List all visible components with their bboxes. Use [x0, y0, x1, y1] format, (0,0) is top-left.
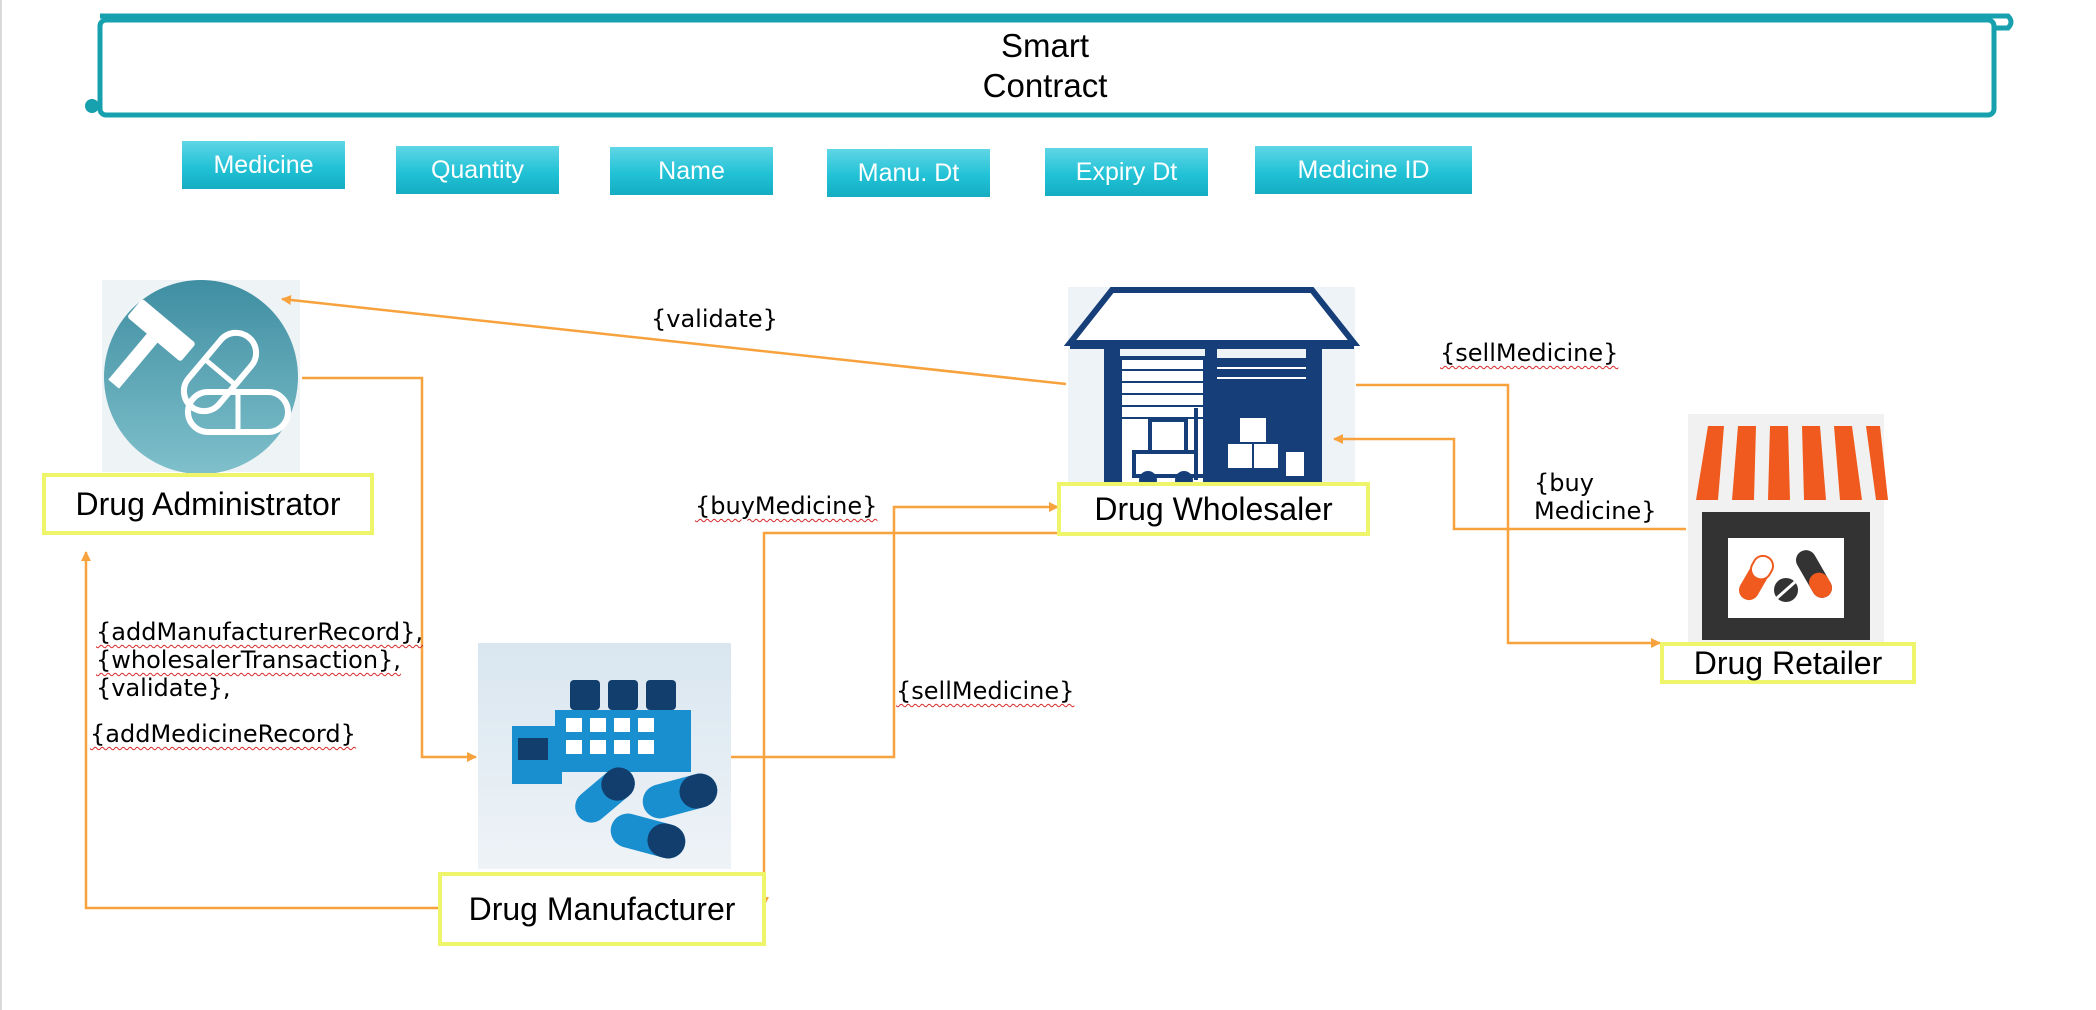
- edge-label-add-manufacturer-record: {addManufacturerRecord},: [96, 618, 424, 646]
- arrow-manufacturer-to-admin: [81, 551, 440, 910]
- field-medicine: Medicine: [182, 141, 345, 189]
- edge-label-buy-retailer-line2: Medicine}: [1534, 497, 1657, 525]
- title-line-2: Contract: [982, 67, 1108, 104]
- role-drug-administrator: Drug Administrator: [42, 473, 374, 535]
- arrow-admin-to-manufacturer: [302, 376, 477, 762]
- field-expiry-dt: Expiry Dt: [1045, 148, 1208, 196]
- role-drug-wholesaler: Drug Wholesaler: [1057, 482, 1370, 536]
- role-drug-retailer: Drug Retailer: [1660, 642, 1916, 684]
- edge-label-validate: {validate}: [651, 305, 778, 333]
- left-rule: [0, 0, 2, 1010]
- arrow-retailer-to-wholesaler: [1333, 434, 1686, 531]
- administrator-icon: [102, 280, 300, 474]
- wholesaler-icon: [1063, 287, 1361, 489]
- field-manu-dt: Manu. Dt: [827, 149, 990, 197]
- manufacturer-icon: [478, 643, 731, 869]
- field-name: Name: [610, 147, 773, 195]
- retailer-icon: [1688, 414, 1888, 644]
- arrow-wholesaler-to-manufacturer: [759, 531, 1198, 907]
- arrow-wholesaler-to-admin: [281, 294, 1067, 386]
- arrow-wholesaler-to-retailer: [1356, 383, 1661, 648]
- edge-label-wholesaler-transaction: {wholesalerTransaction},: [96, 646, 401, 674]
- edge-label-buy-retailer-line1: {buy: [1534, 469, 1594, 497]
- smart-contract-frame: [85, 13, 2014, 118]
- field-quantity: Quantity: [396, 146, 559, 194]
- title-line-1: Smart: [1000, 27, 1089, 64]
- edge-label-buy-medicine-manufacturer: {buyMedicine}: [695, 492, 878, 520]
- role-drug-manufacturer: Drug Manufacturer: [438, 872, 766, 946]
- arrow-manufacturer-to-wholesaler: [731, 502, 1059, 759]
- edge-label-add-medicine-record: {addMedicineRecord}: [90, 720, 356, 748]
- edge-label-sell-medicine-wholesaler: {sellMedicine}: [1440, 339, 1619, 367]
- edge-label-sell-medicine-manufacturer: {sellMedicine}: [896, 677, 1075, 705]
- smart-contract-title: Smart Contract: [900, 26, 1190, 106]
- edge-label-validate-admin: {validate},: [96, 674, 231, 702]
- field-medicine-id: Medicine ID: [1255, 146, 1472, 194]
